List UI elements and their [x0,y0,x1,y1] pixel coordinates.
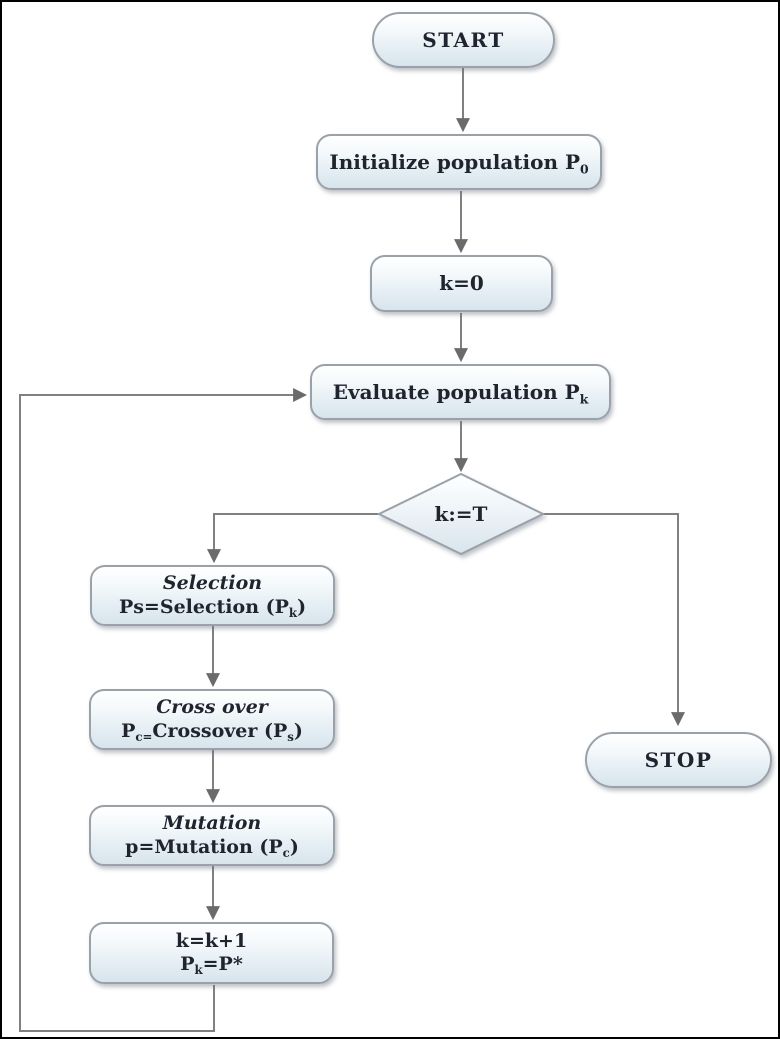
increment-line2: Pk=P* [180,953,243,976]
crossover-title: Cross over [156,696,268,719]
node-decision: k:=T [379,474,543,554]
mutation-formula-text: p=Mutation (P [125,835,283,858]
selection-formula-close: ) [297,595,307,618]
selection-title: Selection [162,572,263,595]
start-label: START [422,27,505,52]
node-selection: Selection Ps=Selection (Pk) [90,565,335,626]
edge-decision-stop [543,513,685,727]
increment-line2-rest: =P* [202,953,243,975]
evaluate-label-text: Evaluate population P [332,379,580,404]
increment-line2-p: P [180,953,195,975]
increment-line2-subscript: k [194,963,203,978]
k0-label: k=0 [439,271,484,296]
decision-diamond-shape [376,472,546,556]
edge-increment-evaluate-loop [19,388,308,1032]
mutation-formula: p=Mutation (Pc) [125,836,299,859]
crossover-formula-subscript-1: c= [135,729,153,744]
mutation-formula-subscript: c [282,845,290,860]
mutation-formula-close: ) [289,835,299,858]
crossover-formula-subscript-2: s [287,729,294,744]
crossover-formula-close: ) [293,719,303,742]
crossover-formula: Pc=Crossover (Ps) [121,720,303,743]
selection-formula: Ps=Selection (Pk) [119,596,306,619]
initialize-label-subscript: 0 [580,161,589,177]
selection-formula-subscript: k [288,605,298,620]
increment-line1: k=k+1 [175,929,248,952]
node-evaluate-population: Evaluate population Pk [310,364,611,420]
crossover-formula-text: Crossover (P [152,719,288,742]
node-start: START [372,12,555,68]
mutation-title: Mutation [162,812,262,835]
evaluate-label-subscript: k [579,391,589,407]
stop-label: STOP [644,747,713,772]
node-initialize-population: Initialize population P0 [316,134,602,190]
decision-label: k:=T [434,501,488,526]
edge-decision-selection [207,513,379,564]
node-stop: STOP [585,732,772,788]
selection-formula-text: Ps=Selection (P [118,595,289,618]
node-mutation: Mutation p=Mutation (Pc) [89,805,335,866]
initialize-label: Initialize population P0 [329,149,589,177]
initialize-label-text: Initialize population P [329,149,581,174]
node-crossover: Cross over Pc=Crossover (Ps) [89,689,335,750]
evaluate-label: Evaluate population Pk [332,379,589,407]
node-increment: k=k+1 Pk=P* [89,922,334,984]
crossover-formula-p: P [121,719,136,742]
node-k-equals-0: k=0 [370,255,553,312]
